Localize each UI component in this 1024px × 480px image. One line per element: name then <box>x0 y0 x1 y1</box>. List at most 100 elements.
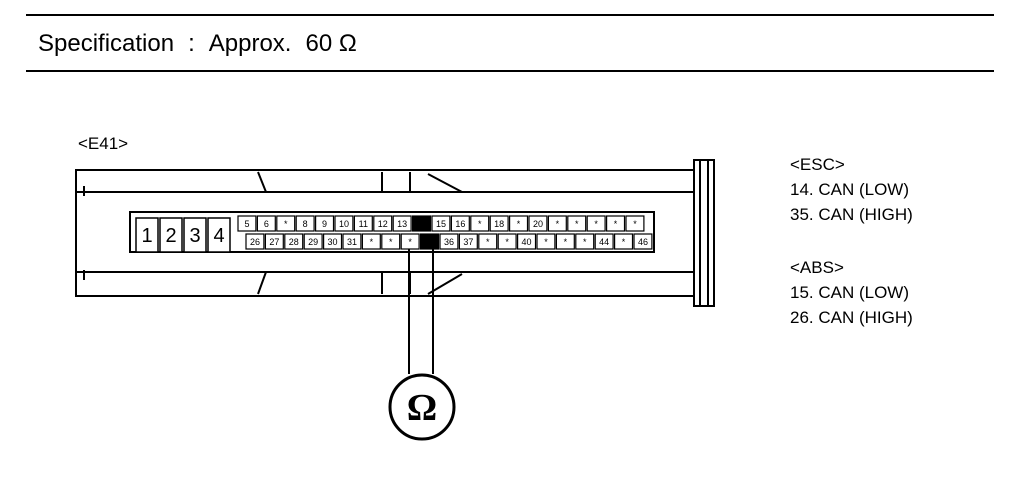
pin-cell <box>183 217 207 253</box>
pin-cell <box>431 215 451 232</box>
pin-label: * <box>389 237 393 247</box>
ohmmeter-symbol: Ω <box>407 387 437 429</box>
spec-value: 60 Ω <box>305 30 357 57</box>
pin-cell <box>135 217 159 253</box>
pin-cell <box>567 215 587 232</box>
pin-label: * <box>614 219 618 229</box>
pin-cell <box>489 215 509 232</box>
pin-cell <box>613 233 634 250</box>
pin-label: 36 <box>444 237 454 247</box>
pin-cell <box>295 215 315 232</box>
pin-cell <box>625 215 645 232</box>
legend-esc-line: 14. CAN (LOW) <box>790 180 910 199</box>
pin-label: 16 <box>455 219 465 229</box>
pin-cell <box>264 233 284 250</box>
pin-cell <box>303 233 323 250</box>
pin-cell <box>207 217 231 253</box>
pin-cell <box>555 233 575 250</box>
connector-name: <E41> <box>78 134 129 153</box>
pin-label: * <box>575 219 579 229</box>
pin-label: * <box>478 219 482 229</box>
pin-cell <box>353 215 373 232</box>
connector-end-cap-line <box>699 160 709 306</box>
pin-label: 2 <box>165 225 176 247</box>
pin-label: * <box>517 219 521 229</box>
pin-label: 18 <box>494 219 504 229</box>
pin-cell <box>536 233 556 250</box>
pin-label: 14 <box>417 219 427 229</box>
pin-cell <box>509 215 529 232</box>
pin-cell <box>323 233 343 250</box>
pin-cell <box>256 215 276 232</box>
legend-esc: <ESC> 14. CAN (LOW) 35. CAN (HIGH) <box>790 152 913 227</box>
spec-approx: Approx. <box>208 30 292 57</box>
pin-label: * <box>505 237 509 247</box>
pin-label: 1 <box>141 225 152 247</box>
pin-label: 26 <box>250 237 260 247</box>
top-rule <box>26 14 994 16</box>
pin-label: 44 <box>599 237 609 247</box>
pin-label: * <box>408 237 412 247</box>
pin-label: 28 <box>289 237 299 247</box>
pin-cell <box>516 233 537 250</box>
pin-label: * <box>486 237 490 247</box>
pin-cell <box>575 233 595 250</box>
connector-end-cap <box>693 159 715 307</box>
spec-label: Specification <box>38 30 175 57</box>
legend-esc-line: 35. CAN (HIGH) <box>790 205 913 224</box>
pin-cell <box>381 233 401 250</box>
pin-label: 11 <box>359 219 368 229</box>
pin-cell <box>284 233 304 250</box>
probed-pin-cell <box>420 233 440 250</box>
legend-abs: <ABS> 15. CAN (LOW) 26. CAN (HIGH) <box>790 255 913 330</box>
pin-cell <box>392 215 412 232</box>
pin-label: 9 <box>322 219 327 229</box>
pin-cell <box>276 215 296 232</box>
pin-label: * <box>594 219 598 229</box>
pin-label: 37 <box>463 237 473 247</box>
pin-label: 12 <box>378 219 388 229</box>
pin-cell <box>458 233 478 250</box>
pin-cell <box>400 233 420 250</box>
pin-label: 8 <box>303 219 308 229</box>
pin-label: 5 <box>244 219 249 229</box>
pin-label: 27 <box>269 237 279 247</box>
legend-abs-line: 26. CAN (HIGH) <box>790 308 913 327</box>
pin-cell <box>605 215 626 232</box>
pin-label: 15 <box>436 219 446 229</box>
pin-cell <box>633 233 653 250</box>
pin-label: 4 <box>213 225 224 247</box>
specification-line: Specification:Approx.60 Ω <box>38 30 371 58</box>
probed-pin-cell <box>412 215 432 232</box>
legend-abs-title: <ABS> <box>790 258 844 277</box>
pin-block <box>129 211 655 253</box>
legend-esc-title: <ESC> <box>790 155 845 174</box>
ohmmeter-circle <box>388 373 456 441</box>
pin-label: * <box>284 219 288 229</box>
pin-cell <box>497 233 517 250</box>
pin-cell <box>470 215 490 232</box>
pin-cell <box>528 215 548 232</box>
connector-slant-lower <box>257 271 463 295</box>
pin-label: 3 <box>189 225 200 247</box>
pin-label: * <box>622 237 626 247</box>
pin-cell <box>342 233 362 250</box>
pin-label: * <box>583 237 587 247</box>
pin-label: 31 <box>347 237 357 247</box>
connector-inner-divider <box>381 172 411 294</box>
pin-label: 10 <box>339 219 349 229</box>
pin-cell <box>373 215 393 232</box>
pin-label: 30 <box>328 237 338 247</box>
legend-abs-line: 15. CAN (LOW) <box>790 283 910 302</box>
pin-cell <box>159 217 183 253</box>
pin-cell <box>478 233 498 250</box>
pin-label: 6 <box>264 219 269 229</box>
pin-cell <box>315 215 335 232</box>
pin-label: * <box>556 219 560 229</box>
pin-label: 46 <box>638 237 648 247</box>
pin-label: * <box>544 237 548 247</box>
pin-cell <box>237 215 257 232</box>
bottom-rule <box>26 70 994 72</box>
pin-label: * <box>564 237 568 247</box>
